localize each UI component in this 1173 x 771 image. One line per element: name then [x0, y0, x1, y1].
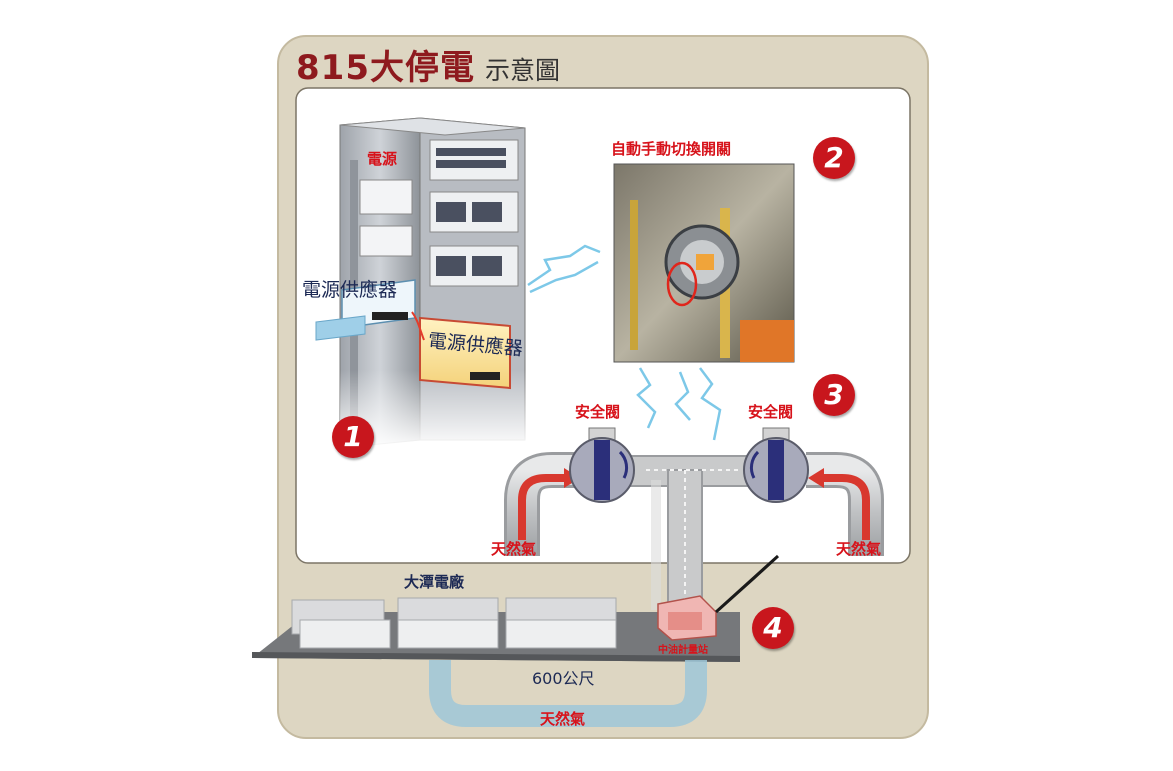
lightning-effects	[527, 244, 722, 441]
label-safety-valve-left: 安全閥	[575, 403, 621, 421]
label-natural-gas-bottom: 天然氣	[540, 710, 586, 728]
highlight-circle	[666, 261, 698, 307]
step-badge-4: 4	[752, 607, 794, 649]
label-metering-station: 中油計量站	[658, 645, 708, 656]
label-power-plant: 大潭電廠	[404, 573, 465, 591]
callout-pointer	[714, 554, 780, 614]
label-natural-gas-left: 天然氣	[491, 540, 537, 558]
diagram-title: 815大停電 示意圖	[296, 40, 560, 89]
metering-station-building	[657, 595, 717, 641]
safety-valve-left	[569, 427, 635, 503]
label-power-supply-1: 電源供應器	[302, 279, 398, 301]
title-sub: 示意圖	[484, 56, 560, 85]
step-badge-3: 3	[813, 374, 855, 416]
spark-connector	[411, 311, 425, 341]
power-plant-buildings	[291, 597, 617, 649]
label-natural-gas-right: 天然氣	[836, 540, 882, 558]
step-badge-2: 2	[813, 137, 855, 179]
label-auto-manual-switch: 自動手動切換開關	[611, 140, 732, 158]
label-distance: 600公尺	[532, 669, 595, 688]
title-main: 815大停電	[296, 48, 475, 88]
step-badge-1: 1	[332, 416, 374, 458]
underground-pipe	[429, 660, 707, 727]
label-safety-valve-right: 安全閥	[748, 403, 794, 421]
inflow-arrow	[315, 315, 366, 341]
safety-valve-right	[743, 427, 809, 503]
switch-photo	[613, 163, 795, 363]
power-supply-box-yellow	[419, 316, 511, 390]
label-power-source: 電源	[367, 150, 398, 168]
